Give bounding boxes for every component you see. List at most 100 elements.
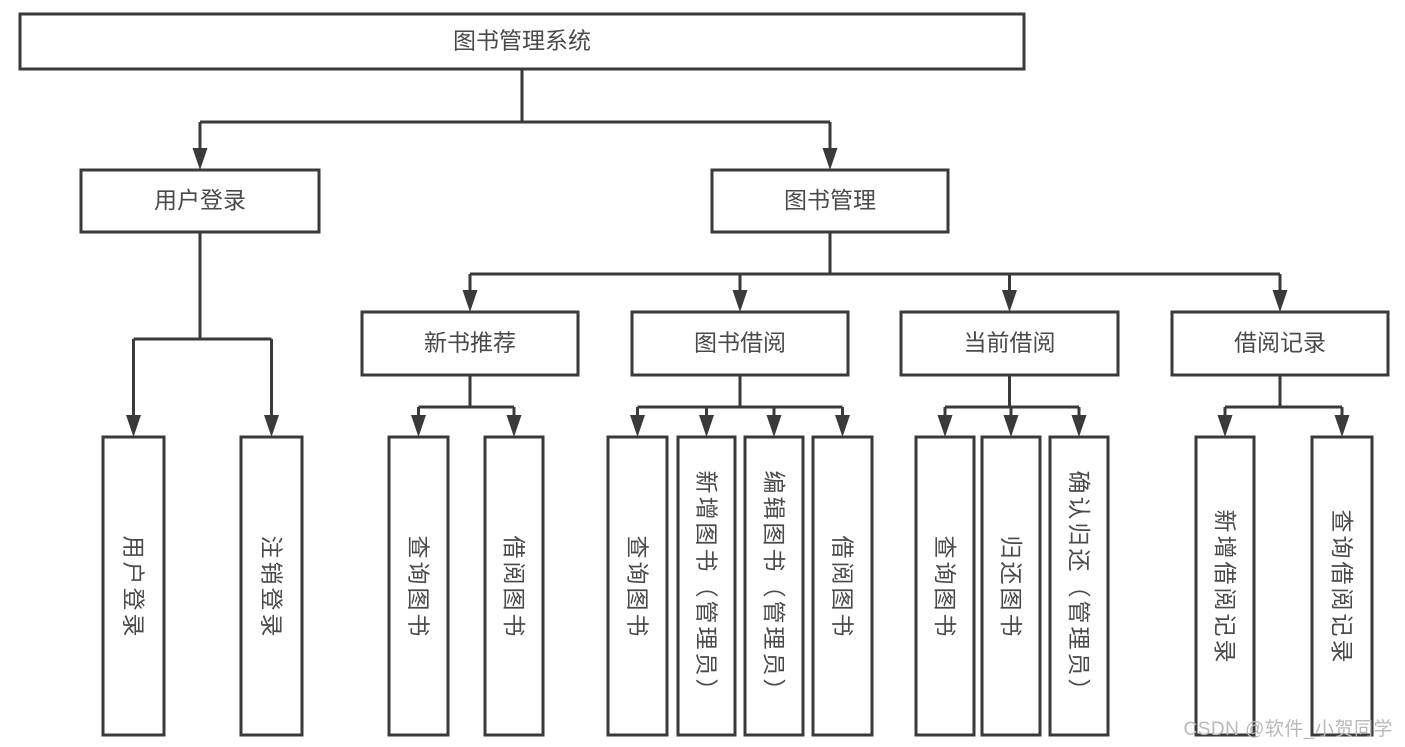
node-label-book-borrow: 图书借阅	[694, 330, 786, 356]
svg-text:图: 图	[406, 588, 432, 611]
node-box-user-login[interactable]	[79, 168, 321, 234]
node-box-leaf-user-login[interactable]	[101, 435, 166, 737]
node-label-leaf-user-login: 用户登录	[121, 536, 147, 637]
svg-text:登: 登	[259, 588, 285, 611]
connector-group-book-manage	[462, 232, 1288, 312]
node-borrow-record[interactable]: 借阅记录	[1170, 310, 1390, 377]
svg-text:新: 新	[694, 471, 720, 494]
svg-text:（: （	[761, 575, 787, 598]
connector-group-current-borrow	[937, 375, 1087, 437]
node-box-leaf-query-book-borrow[interactable]	[606, 435, 669, 737]
connector-group-book-borrow	[630, 375, 850, 437]
svg-text:录: 录	[121, 614, 147, 637]
node-box-leaf-query-book-current[interactable]	[914, 435, 976, 737]
node-box-book-manage[interactable]	[710, 168, 950, 234]
svg-text:借: 借	[501, 536, 527, 559]
svg-text:书: 书	[694, 549, 720, 572]
svg-text:借: 借	[1212, 562, 1238, 585]
svg-text:图: 图	[501, 588, 527, 611]
svg-text:查: 查	[406, 536, 432, 559]
node-box-root[interactable]	[18, 12, 1026, 71]
node-box-leaf-logout[interactable]	[239, 435, 304, 737]
svg-text:编: 编	[761, 471, 787, 494]
node-box-leaf-return-book[interactable]	[980, 435, 1042, 737]
node-box-leaf-borrow-book[interactable]	[811, 435, 874, 737]
svg-text:书: 书	[406, 614, 432, 637]
csdn-watermark: CSDN @软件_小贺同学	[1183, 719, 1393, 740]
node-box-leaf-query-borrow-record[interactable]	[1310, 435, 1374, 737]
svg-text:书: 书	[501, 614, 527, 637]
svg-text:认: 认	[1066, 497, 1092, 520]
svg-text:归: 归	[998, 536, 1024, 559]
node-label-book-manage: 图书管理	[784, 187, 876, 213]
svg-text:查: 查	[1329, 510, 1355, 533]
node-box-leaf-confirm-return-admin[interactable]	[1048, 435, 1110, 737]
svg-text:书: 书	[625, 614, 651, 637]
node-book-manage[interactable]: 图书管理	[710, 168, 950, 234]
node-root[interactable]: 图书管理系统	[18, 12, 1026, 71]
node-leaf-user-login[interactable]: 用户登录	[101, 435, 166, 737]
node-label-user-login: 用户登录	[154, 187, 246, 213]
svg-text:户: 户	[121, 562, 147, 585]
svg-text:）: ）	[1066, 679, 1092, 702]
svg-text:理: 理	[1066, 627, 1092, 650]
svg-text:销: 销	[259, 562, 285, 585]
svg-text:借: 借	[1329, 562, 1355, 585]
node-label-new-book-recommend: 新书推荐	[424, 330, 516, 356]
connector-group-new-book-recommend	[411, 375, 522, 437]
node-box-leaf-add-borrow-record[interactable]	[1194, 435, 1256, 737]
svg-text:归: 归	[1066, 523, 1092, 546]
svg-text:录: 录	[1212, 640, 1238, 663]
node-current-borrow[interactable]: 当前借阅	[899, 310, 1120, 377]
svg-text:还: 还	[1066, 549, 1092, 572]
node-new-book-recommend[interactable]: 新书推荐	[360, 310, 580, 377]
svg-text:还: 还	[998, 562, 1024, 585]
node-box-leaf-edit-book-admin[interactable]	[743, 435, 805, 737]
svg-text:阅: 阅	[830, 562, 856, 585]
node-box-leaf-borrow-book-recommend[interactable]	[483, 435, 545, 737]
node-box-borrow-record[interactable]	[1170, 310, 1390, 377]
node-label-borrow-record: 借阅记录	[1234, 330, 1326, 356]
node-book-borrow[interactable]: 图书借阅	[630, 310, 850, 377]
node-box-leaf-query-book-recommend[interactable]	[387, 435, 450, 737]
svg-text:书: 书	[830, 614, 856, 637]
connector-group-user-login	[126, 232, 279, 437]
svg-text:登: 登	[121, 588, 147, 611]
svg-text:新: 新	[1212, 510, 1238, 533]
connector-layer	[126, 69, 1350, 437]
svg-text:）: ）	[694, 679, 720, 702]
svg-text:增: 增	[694, 497, 720, 520]
connector-group-root	[192, 69, 838, 170]
svg-text:询: 询	[932, 562, 958, 585]
node-box-book-borrow[interactable]	[630, 310, 850, 377]
svg-text:理: 理	[694, 627, 720, 650]
node-user-login[interactable]: 用户登录	[79, 168, 321, 234]
svg-text:书: 书	[998, 614, 1024, 637]
node-box-current-borrow[interactable]	[899, 310, 1120, 377]
node-box-leaf-add-book-admin[interactable]	[676, 435, 737, 737]
node-box-new-book-recommend[interactable]	[360, 310, 580, 377]
svg-text:确: 确	[1066, 471, 1092, 494]
svg-text:阅: 阅	[1329, 588, 1355, 611]
